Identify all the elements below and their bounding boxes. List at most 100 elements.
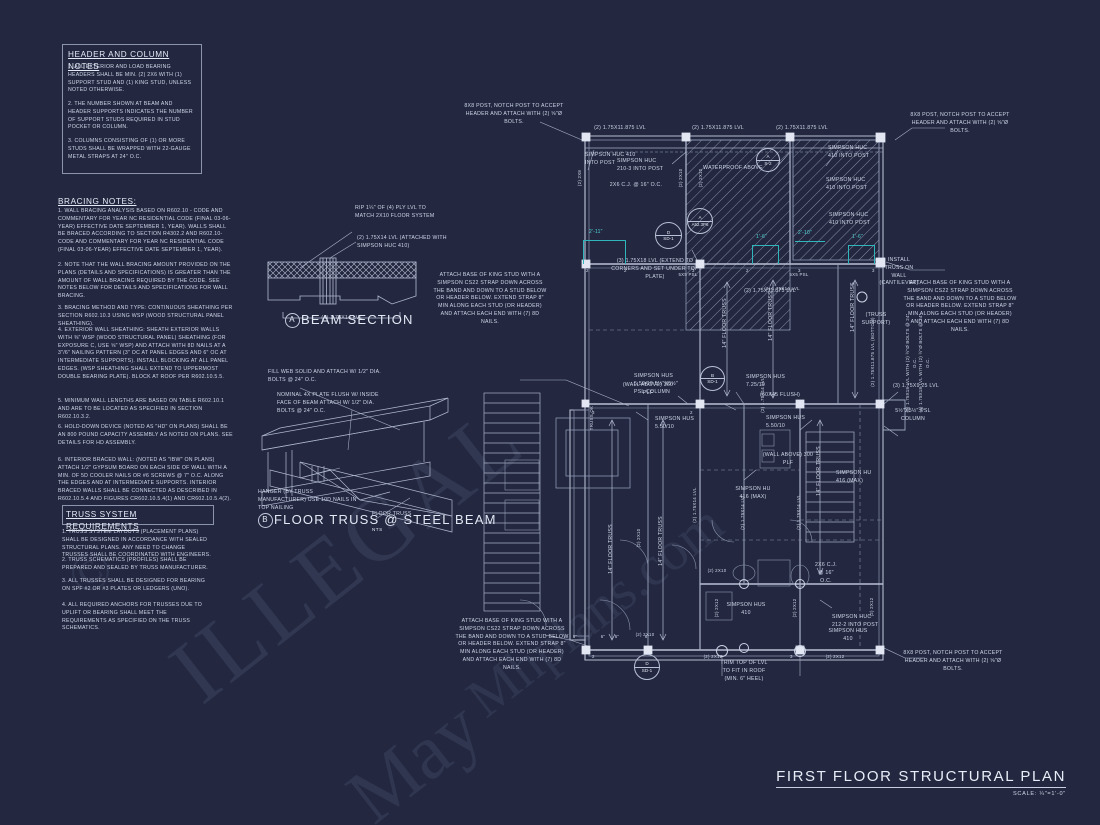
annotation-floor-truss-14-a: 14" FLOOR TRUSS — [722, 298, 728, 348]
annotation-lvl-2-175x14-b: (2) 1.75x14 LVL — [740, 494, 745, 530]
bubble-detail-d-sd1-top[interactable]: D SD-1 — [655, 222, 682, 249]
annotation-lvl-3-175x925: (3) 1.75x9.25 LVL — [893, 383, 939, 389]
annotation-simpson-huc212-2-post: SIMPSON HUC 212-2 INTO POST — [832, 614, 879, 628]
annotation-lvl-2-175x14-d: (2) 1.75x14 LVL — [760, 377, 765, 413]
beam-section-bubble: A — [285, 313, 300, 328]
annotation-post-note-br: 8x8 POST, NOTCH POST TO ACCEPT HEADER AN… — [903, 650, 1003, 672]
annotation-simpson-huc410-post: SIMPSON HUC 410 INTO POST — [585, 152, 636, 166]
watermark-may: May — [330, 682, 497, 825]
annotation-simpson-hu-416-max-1: SIMPSON HU 416 (MAX) — [836, 470, 872, 484]
stud-count-1: 2 — [586, 268, 589, 273]
bubble-detail-a-s2-top[interactable]: A S-2 — [756, 148, 780, 172]
floor-truss-nts: NTS — [371, 527, 383, 532]
annotation-post-note-tr: 8x8 POST, NOTCH POST TO ACCEPT HEADER AN… — [910, 112, 1010, 134]
dim-2-11: 2'-11" — [589, 229, 603, 235]
floor-truss-callout-1: FILL WEB SOLID AND ATTACH W/ 1/2" DIA. B… — [268, 369, 381, 383]
dim-6in-d: 6" — [600, 634, 606, 639]
floor-truss-callout-2: NOMINAL 4x PLATE FLUSH W/ INSIDE FACE OF… — [277, 392, 379, 414]
annotation-lvl-3-175x14: (3) 1.75x14 LVL — [764, 286, 800, 291]
stud-count-9: 2 — [592, 654, 595, 659]
annotation-lvl-2-175x14-a: (2) 1.75x14 LVL — [692, 487, 697, 523]
bubble-bottom-2: S-2 — [764, 160, 772, 166]
floor-truss-callout-3: HANGER (BY TRUSS MANUFACTURER) USE 10d N… — [258, 489, 357, 511]
annotation-lumber-2-2x10-a: (2) 2x10 — [678, 168, 683, 188]
bracing-note-6: 6. HOLD-DOWN DEVICE (NOTED AS "HD" ON PL… — [58, 424, 233, 446]
bubble-bottom-1: SD-1 — [663, 236, 674, 241]
annotation-lumber-2-2x10-d: (2) 2x10 — [707, 568, 727, 573]
annotation-lvl-3-175x18: (3) 1.75x18 LVL (EXTEND TO CORNERS AND S… — [611, 258, 699, 280]
truss-notes-box — [62, 505, 214, 525]
dim-line-3 — [848, 245, 874, 246]
bubble-detail-d-sd1-bot[interactable]: D SD-1 — [634, 654, 660, 680]
annotation-floor-truss-14-d: 14" FLOOR TRUSS — [850, 282, 856, 332]
bubble-detail-a-s2-mid[interactable]: A A52.3P6 — [687, 208, 713, 234]
annotation-floor-truss-14-f: 14" FLOOR TRUSS — [608, 524, 614, 574]
annotation-truss-ok: TRUSS OK — [589, 405, 594, 431]
annotation-simpson-huc410-post-3: SIMPSON HUC 410 INTO POST — [826, 177, 868, 191]
annotation-trim-top-lvl: TRIM TOP OF LVL TO FIT IN ROOF (MIN. 6" … — [720, 660, 768, 682]
bubble-top-3: A — [688, 215, 712, 222]
annotation-waterproof-above: WATERPROOF ABOVE — [703, 165, 763, 171]
header-column-note-2: 2. THE NUMBER SHOWN AT BEAM AND HEADER S… — [68, 101, 193, 131]
truss-note-2: 2. TRUSS SCHEMATICS (PROFILES) SHALL BE … — [62, 557, 208, 571]
scale-label: SCALE: ¼"=1'-0" — [1012, 791, 1066, 797]
bubble-bottom-3: A52.3P6 — [691, 221, 709, 227]
annotation-floor-truss-14-b: 14" FLOOR TRUSS — [658, 516, 664, 566]
truss-notes-title: TRUSS SYSTEM REQUIREMENTS — [66, 510, 140, 532]
bracing-notes-title: BRACING NOTES: — [58, 197, 137, 206]
dim-6in-a: 6" — [614, 634, 620, 639]
stud-count-2: 2 — [624, 268, 627, 273]
page-title: FIRST FLOOR STRUCTURAL PLAN — [776, 768, 1066, 788]
bubble-top-2: A — [757, 154, 779, 161]
annotation-lvl-top-hdr-3: (2) 1.75x11.875 LVL — [776, 125, 828, 131]
dim-tick-2a — [752, 245, 753, 264]
header-column-note-3: 3. COLUMNS CONSISTING OF (1) OR MORE STU… — [68, 138, 191, 160]
annotation-king-stud-left: ATTACH BASE OF KING STUD WITH A SIMPSON … — [433, 272, 547, 325]
dim-tick-1a — [583, 240, 584, 264]
header-column-notes-title: HEADER AND COLUMN NOTES — [68, 50, 170, 72]
annotation-flush-60x45: (60x45 FLUSH) — [760, 392, 801, 398]
annotation-simpson-hu-416-max-2: SIMPSON HU 416 (MAX) — [735, 486, 771, 500]
annotation-lvl-top-hdr-1: (2) 1.75x11.875 LVL — [594, 125, 646, 131]
dim-1-6-b: 1'-6" — [852, 234, 863, 240]
annotation-lvl-bolt-note-1: (3) 1.75x18 LVL WITH (2) ½"ø BOLTS @ 24"… — [905, 313, 917, 413]
annotation-simpson-hus-410-2: SIMPSON HUS 410 — [828, 628, 868, 642]
dim-tick-3b — [874, 245, 875, 264]
annotation-cj-2x6: 2x6 C.J. @ 16" O.C. — [609, 182, 663, 188]
annotation-lvl-2-175x14-c: (2) 1.75x14 LVL — [796, 494, 801, 530]
annotation-lumber-2-2x12-d: (2) 2x12 — [714, 598, 719, 618]
annotation-lumber-2-2x12-e: (2) 2x12 — [792, 598, 797, 618]
annotation-simpson-huc410-post-2: SIMPSON HUC 410 INTO POST — [828, 145, 870, 159]
bubble-bottom-5: SD-1 — [713, 387, 735, 392]
bracing-note-4: 4. EXTERIOR WALL SHEATHING: SHEATH EXTER… — [58, 327, 229, 380]
dim-line-2 — [752, 245, 778, 246]
bubble-bottom-6: SD-1 — [641, 667, 653, 673]
bubble-top-1: D — [656, 230, 681, 236]
bracing-note-2: 2. NOTE THAT THE WALL BRACING AMOUNT PRO… — [58, 262, 231, 300]
annotation-simpson-huc210-3-post: SIMPSON HUC 210-3 INTO POST — [617, 158, 664, 172]
annotation-lumber-2-2x12-a: (2) 2x12 — [703, 654, 723, 659]
annotation-lvl-bottom-note: (2) 1.75x11.875 LVL (BOTTOM) — [870, 317, 875, 387]
floor-truss-callout-4: FLOOR TRUSS — [372, 511, 412, 517]
bubble-detail-b-sd1-mid[interactable]: B SD-1 — [700, 366, 725, 391]
beam-section-title: BEAM SECTION — [301, 312, 414, 327]
annotation-truss-support: (TRUSS SUPPORT) — [861, 312, 891, 326]
header-column-notes-box — [62, 44, 202, 174]
annotation-wall-above-2: (WALL ABOVE) 300 PLF — [762, 452, 814, 466]
truss-note-4: 4. ALL REQUIRED ANCHORS FOR TRUSSES DUE … — [62, 602, 203, 632]
annotation-lumber-2-2x10-c: (2) 2x10 — [636, 528, 641, 548]
truss-note-1: 1. TRUSS SYSTEM LAYOUTS (PLACEMENT PLANS… — [62, 529, 212, 559]
annotation-lumber-2-2x12-b: (2) 2x12 — [825, 654, 845, 659]
dim-tick-1b — [625, 240, 626, 264]
annotation-floor-truss-14-e: 14" FLOOR TRUSS — [816, 446, 822, 496]
bracing-note-3: 3. BRACING METHOD AND TYPE: CONTINUOUS S… — [58, 305, 233, 327]
stud-count-3: 3 — [692, 268, 695, 273]
dim-tick-2b — [778, 245, 779, 264]
dim-6in-b: 6" — [644, 634, 650, 639]
dim-line-1 — [583, 240, 625, 241]
dim-6in-c: 6" — [572, 634, 578, 639]
dim-1-6-a: 1'-6" — [756, 234, 767, 240]
